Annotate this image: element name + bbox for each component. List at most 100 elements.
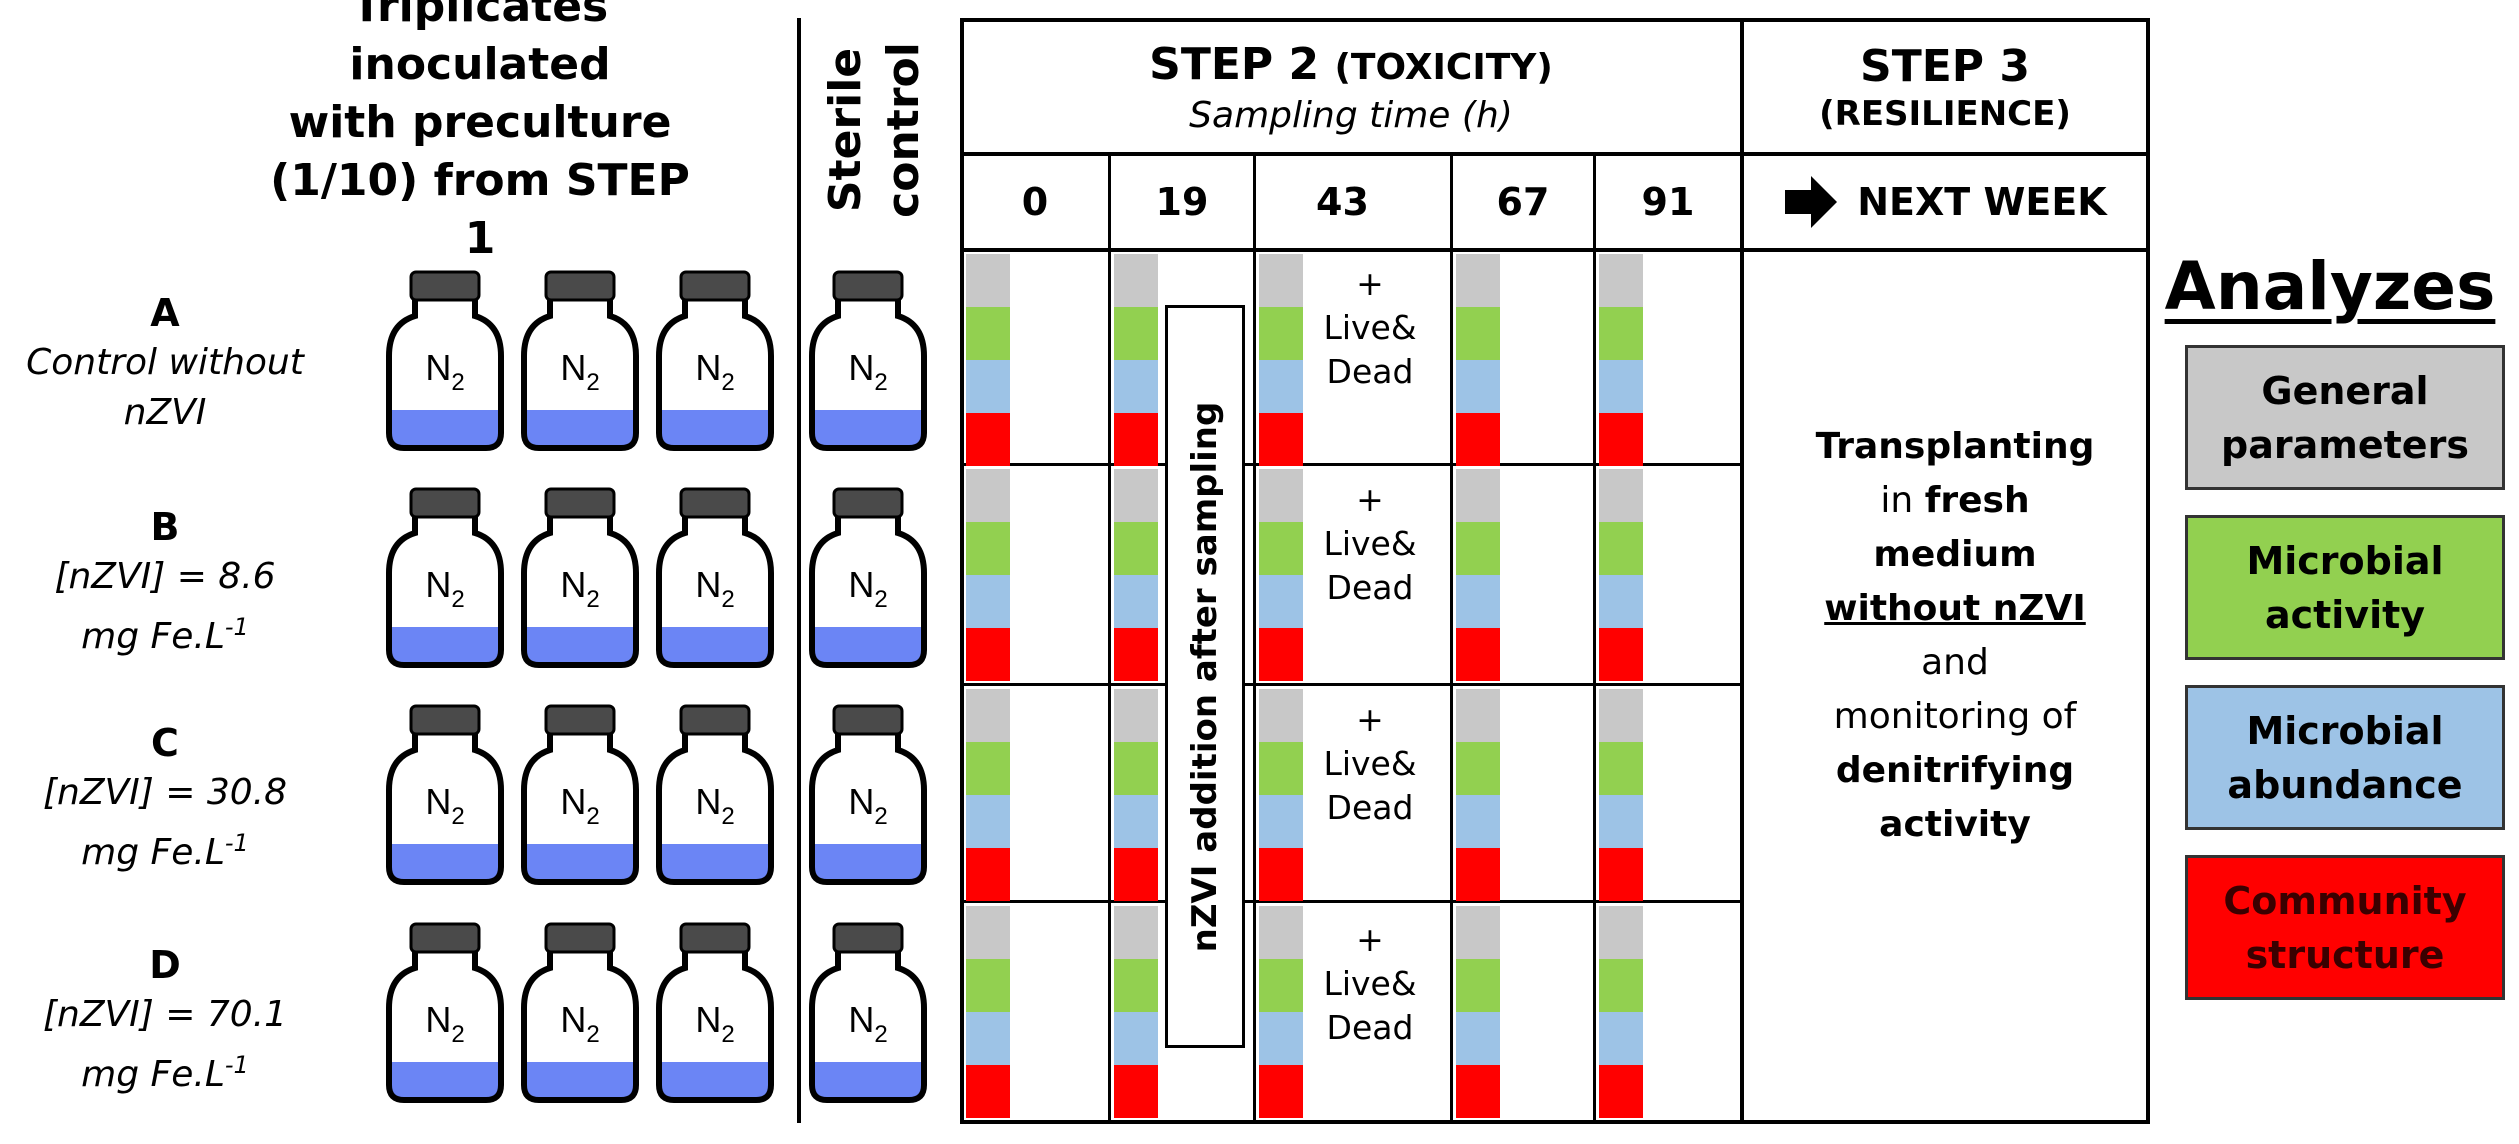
culture-bottle: N2 (385, 268, 505, 453)
microbial-abundance-segment (966, 575, 1010, 628)
microbial-activity-segment (1456, 959, 1500, 1012)
microbial-activity-segment (966, 742, 1010, 795)
general-parameters-segment (966, 254, 1010, 307)
culture-bottle: N2 (655, 268, 775, 453)
community-structure-segment (966, 848, 1010, 901)
live-dead-label: +Live&Dead (1305, 262, 1435, 394)
microbial-abundance-segment (1259, 795, 1303, 848)
svg-text:N2: N2 (560, 781, 599, 830)
header-divider (960, 152, 2150, 156)
live-dead-line1: Live& (1323, 744, 1417, 783)
svg-text:N2: N2 (848, 999, 887, 1048)
svg-text:N2: N2 (425, 347, 464, 396)
time-67: 67 (1496, 180, 1550, 224)
microbial-activity-segment (1456, 522, 1500, 575)
microbial-activity-segment (1114, 959, 1158, 1012)
microbial-activity-segment (1456, 307, 1500, 360)
community-structure-segment (1114, 1065, 1158, 1118)
row-label-a: A Control without nZVI (26, 291, 304, 433)
svg-text:N2: N2 (848, 781, 887, 830)
svg-text:N2: N2 (695, 781, 734, 830)
culture-bottle: N2 (385, 485, 505, 670)
general-parameters-segment (1456, 906, 1500, 959)
svg-text:N2: N2 (695, 564, 734, 613)
live-dead-plus: + (1356, 700, 1384, 739)
general-parameters-segment (1114, 254, 1158, 307)
live-dead-line2: Dead (1326, 1008, 1414, 1047)
row-label-c: C [nZVI] = 30.8 mg Fe.L-1 (42, 721, 288, 873)
live-dead-plus: + (1356, 480, 1384, 519)
step2-title-paren: (TOXICITY) (1334, 47, 1553, 88)
time-0: 0 (1021, 180, 1049, 224)
community-structure-segment (966, 628, 1010, 681)
culture-bottle: N2 (385, 702, 505, 887)
time-row-divider (960, 248, 2150, 252)
time-43: 43 (1316, 180, 1369, 224)
live-dead-plus: + (1356, 920, 1384, 959)
microbial-abundance-segment (1114, 360, 1158, 413)
community-structure-segment (1456, 1065, 1500, 1118)
microbial-abundance-segment (966, 360, 1010, 413)
next-week-label: NEXT WEEK (1857, 180, 2107, 224)
community-structure-segment (1259, 848, 1303, 901)
row-label-d: D [nZVI] = 70.1 mg Fe.L-1 (42, 943, 288, 1095)
arrow-right-icon (1785, 176, 1838, 228)
svg-text:N2: N2 (695, 347, 734, 396)
row-divider-2 (960, 683, 1742, 686)
col-divider-1 (1108, 152, 1111, 1124)
left-header-line1: Triplicates inoculated (349, 0, 611, 90)
step3-title: STEP 3 (1860, 41, 2030, 92)
community-structure-segment (1456, 848, 1500, 901)
microbial-abundance-segment (1456, 575, 1500, 628)
general-parameters-segment (966, 906, 1010, 959)
community-structure-segment (966, 413, 1010, 466)
sterile-bottle: N2 (808, 268, 928, 453)
svg-text:N2: N2 (560, 347, 599, 396)
general-parameters-segment (1456, 469, 1500, 522)
microbial-abundance-segment (1599, 1012, 1643, 1065)
community-structure-segment (1114, 413, 1158, 466)
culture-bottle: N2 (655, 920, 775, 1105)
left-header-line2: with preculture (288, 97, 672, 148)
row-divider-1 (960, 463, 1742, 466)
microbial-activity-segment (966, 959, 1010, 1012)
next-week-cell: NEXT WEEK (1744, 156, 2146, 248)
microbial-activity-segment (1259, 959, 1303, 1012)
col-divider-4 (1593, 152, 1596, 1124)
sterile-bottle: N2 (808, 485, 928, 670)
microbial-activity-segment (1599, 307, 1643, 360)
step-divider (1740, 18, 1744, 1124)
microbial-activity-segment (1599, 742, 1643, 795)
microbial-abundance-segment (1259, 575, 1303, 628)
microbial-activity-segment (1599, 959, 1643, 1012)
sterile-header-line2: control (878, 42, 929, 218)
svg-text:N2: N2 (425, 781, 464, 830)
general-parameters-segment (1259, 689, 1303, 742)
community-structure-segment (1114, 848, 1158, 901)
culture-bottle: N2 (520, 920, 640, 1105)
step3-header: STEP 3 (RESILIENCE) (1744, 22, 2146, 152)
microbial-abundance-segment (1114, 1012, 1158, 1065)
community-structure-segment (1456, 413, 1500, 466)
live-dead-label: +Live&Dead (1305, 918, 1435, 1050)
step2-subtitle: Sampling time (h) (1189, 95, 1513, 136)
microbial-activity-segment (1114, 522, 1158, 575)
step2-header: STEP 2 (TOXICITY) Sampling time (h) (962, 22, 1740, 152)
svg-text:N2: N2 (560, 564, 599, 613)
microbial-activity-segment (1114, 307, 1158, 360)
microbial-abundance-segment (1456, 360, 1500, 413)
general-parameters-segment (966, 469, 1010, 522)
general-parameters-segment (1599, 906, 1643, 959)
microbial-activity-segment (1259, 307, 1303, 360)
svg-text:N2: N2 (695, 999, 734, 1048)
svg-text:N2: N2 (425, 999, 464, 1048)
microbial-abundance-segment (1259, 360, 1303, 413)
left-column-header: Triplicates inoculated with preculture (… (260, 0, 700, 264)
svg-text:N2: N2 (848, 564, 887, 613)
time-91: 91 (1641, 180, 1695, 224)
svg-text:N2: N2 (560, 999, 599, 1048)
community-structure-segment (966, 1065, 1010, 1118)
